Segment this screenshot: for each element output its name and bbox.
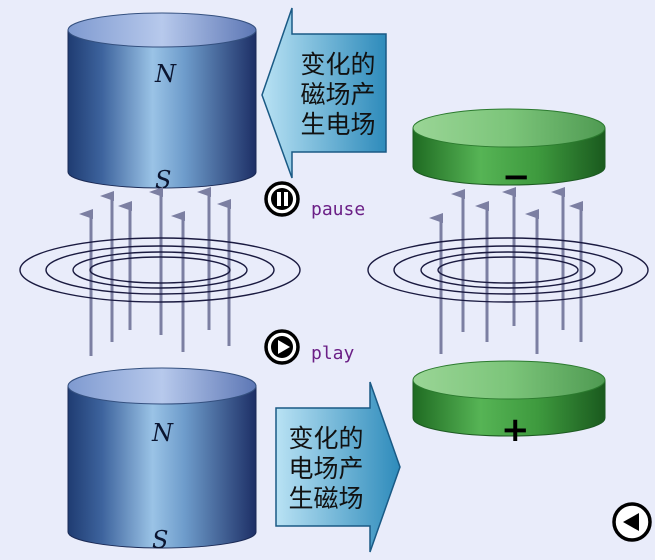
pause-label[interactable]: pause	[311, 199, 366, 220]
magnet-bottom-north-label: N	[151, 419, 174, 447]
induced-electric-field-rings	[19, 237, 301, 303]
plate-top-sign: −	[502, 157, 531, 197]
electric-field-lines	[429, 187, 583, 354]
arrow-bottom-text: 变化的 电场产 生磁场	[276, 424, 376, 514]
pause-icon	[264, 181, 300, 217]
arrow-top-text: 变化的 磁场产 生电场	[288, 50, 388, 140]
back-icon	[612, 502, 652, 542]
induced-magnetic-field-rings	[367, 237, 649, 303]
play-label[interactable]: play	[311, 343, 355, 364]
magnet-bottom-south-label: S	[152, 526, 168, 554]
magnet-bottom: N S	[67, 367, 257, 554]
arrow-bottom-line-1: 变化的	[288, 424, 364, 453]
arrow-bottom	[275, 381, 401, 553]
plate-bottom-sign: +	[501, 410, 530, 450]
arrow-top-line-3: 生电场	[300, 110, 376, 139]
back-button[interactable]	[612, 502, 652, 542]
magnet-top-north-label: N	[154, 60, 177, 88]
capacitor-plate-top: −	[412, 108, 606, 197]
play-icon	[264, 329, 300, 365]
pause-button[interactable]	[264, 181, 300, 217]
magnet-top: N S	[67, 12, 257, 194]
magnet-top-south-label: S	[155, 166, 171, 194]
arrow-top-line-2: 磁场产	[300, 80, 376, 109]
arrow-top	[261, 7, 387, 179]
arrow-bottom-line-2: 电场产	[288, 454, 364, 483]
arrow-top-line-1: 变化的	[300, 50, 376, 79]
capacitor-plate-bottom: +	[412, 360, 606, 450]
play-button[interactable]	[264, 329, 300, 365]
arrow-bottom-line-3: 生磁场	[288, 484, 364, 513]
magnetic-field-lines	[79, 187, 231, 356]
